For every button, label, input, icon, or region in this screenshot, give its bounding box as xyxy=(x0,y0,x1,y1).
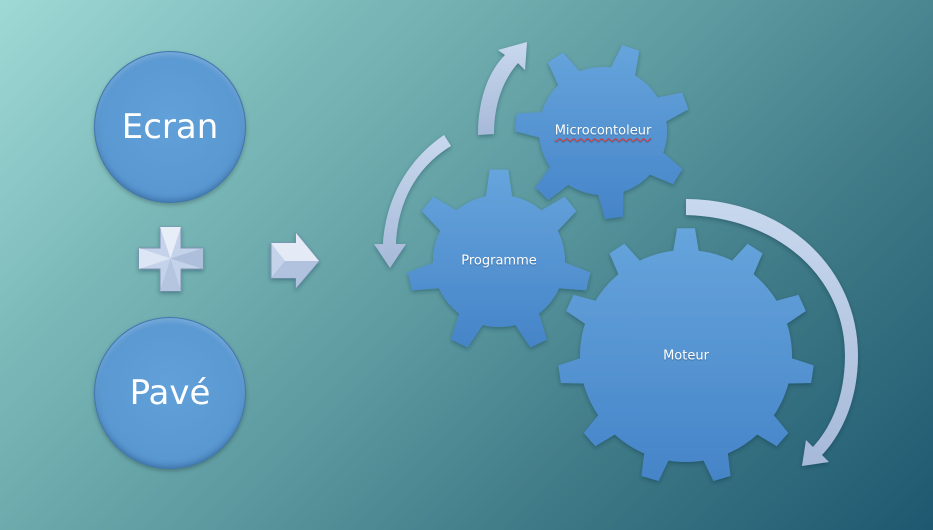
curved-arrow-up xyxy=(478,42,527,135)
gear-microcontroleur xyxy=(515,45,689,219)
gear-label-microcontroleur: Microcontoleur xyxy=(555,124,652,139)
plus-icon xyxy=(138,226,204,292)
gear-label-microcontroleur-text: Microcontoleur xyxy=(554,123,652,139)
curved-arrow-right xyxy=(686,199,858,466)
gear-moteur xyxy=(558,228,814,481)
input-circle-pave: Pavé xyxy=(94,317,246,469)
gear-label-programme: Programme xyxy=(461,253,537,269)
input-label-ecran: Ecran xyxy=(121,107,219,147)
gear-programme xyxy=(407,169,591,348)
input-circle-ecran: Ecran xyxy=(94,51,246,203)
right-arrow-icon xyxy=(270,231,320,290)
input-label-pave: Pavé xyxy=(129,373,211,413)
gear-label-moteur: Moteur xyxy=(663,348,709,364)
curved-arrow-left xyxy=(374,135,451,268)
